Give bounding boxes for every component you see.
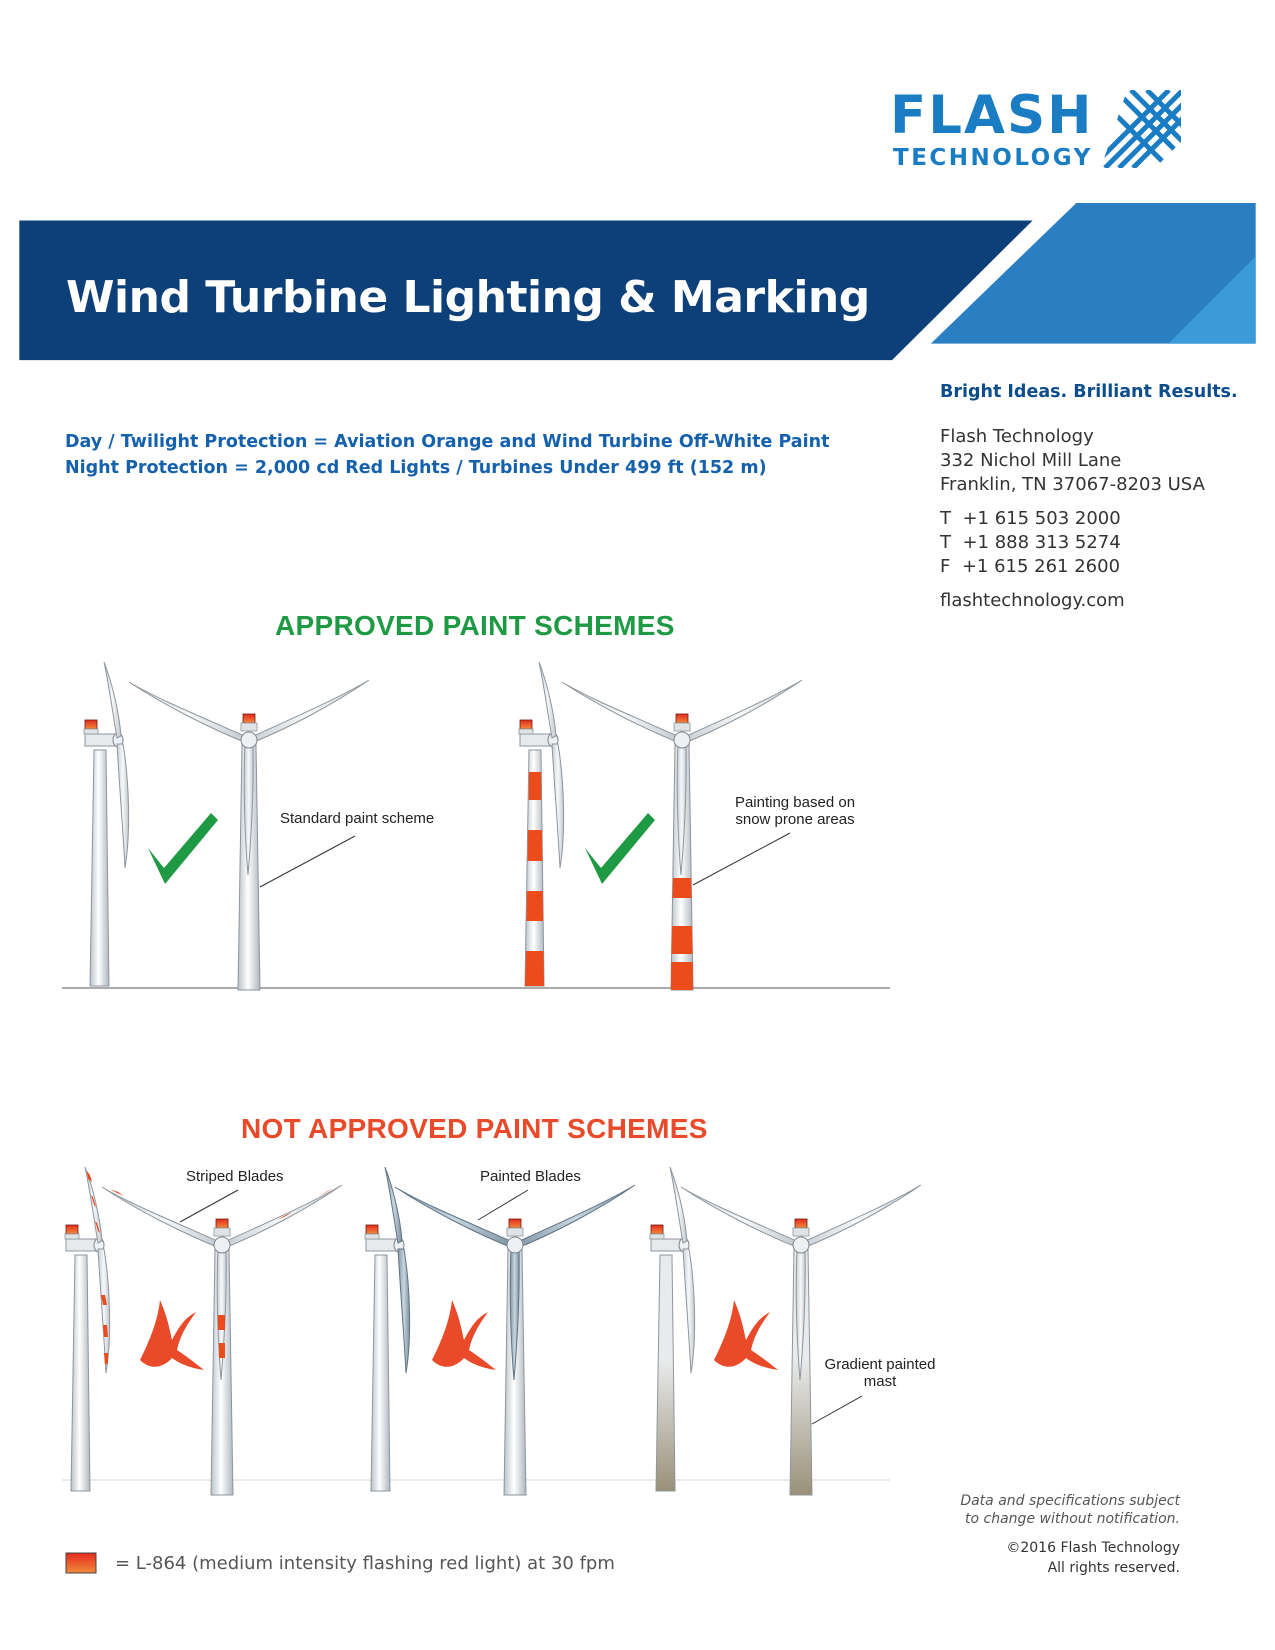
- approved-check-icon: [585, 813, 655, 884]
- turbine-front-striped-blades: [101, 1184, 343, 1496]
- company-name: Flash Technology: [940, 426, 1094, 447]
- legend-text: = L-864 (medium intensity flashing red l…: [115, 1553, 615, 1574]
- fax-line: F +1 615 261 2600: [940, 555, 1120, 579]
- disclaimer-line2: to change without notification.: [965, 1511, 1180, 1527]
- turbine-front-gradient-mast: [680, 1184, 922, 1496]
- approved-schemes-title: APPROVED PAINT SCHEMES: [275, 610, 675, 641]
- copyright-line1: ©2016 Flash Technology: [1006, 1540, 1180, 1556]
- label-snow-prone: Painting based on snow prone areas: [720, 794, 870, 828]
- turbine-front-standard: [128, 679, 370, 991]
- copyright-line2: All rights reserved.: [1047, 1560, 1180, 1576]
- turbine-side-striped-mast: [518, 661, 565, 987]
- label-gradient-line2: mast: [863, 1373, 897, 1390]
- not-approved-schemes-title: NOT APPROVED PAINT SCHEMES: [241, 1113, 708, 1144]
- legend-lamp-swatch: [65, 1552, 97, 1574]
- label-standard-paint: Standard paint scheme: [280, 810, 435, 827]
- approved-check-icon: [148, 813, 218, 884]
- not-approved-x-icon: [714, 1300, 778, 1370]
- logo-wordmark: FLASH: [890, 85, 1094, 146]
- label-snow-line2: snow prone areas: [735, 811, 855, 828]
- not-approved-x-icon: [432, 1300, 496, 1370]
- turbine-front-striped-mast: [561, 679, 803, 991]
- phone-number: +1 888 313 5274: [962, 532, 1121, 553]
- turbine-front-painted-blades: [394, 1184, 636, 1496]
- phone-line: T +1 615 503 2000: [940, 507, 1121, 531]
- not-approved-x-icon: [140, 1300, 204, 1370]
- copyright: ©2016 Flash Technology All rights reserv…: [1006, 1538, 1180, 1578]
- disclaimer-line1: Data and specifications subject: [960, 1493, 1180, 1509]
- fax-number: +1 615 261 2600: [961, 556, 1121, 577]
- header-banner: [19, 203, 1256, 361]
- turbine-side-striped-blades: [64, 1166, 111, 1492]
- turbine-side-gradient-mast: [649, 1166, 696, 1492]
- label-painted-blades: Painted Blades: [480, 1168, 581, 1185]
- logo-hatch-icon: [1101, 90, 1181, 168]
- label-snow-line1: Painting based on: [734, 794, 856, 811]
- street-address: 332 Nichol Mill Lane: [940, 450, 1122, 471]
- turbine-side-painted-blades: [364, 1166, 411, 1492]
- fax-label: F: [940, 556, 951, 577]
- turbine-side-standard: [83, 661, 130, 987]
- day-protection-text: Day / Twilight Protection = Aviation Ora…: [65, 432, 830, 452]
- tagline: Bright Ideas. Brilliant Results.: [940, 382, 1238, 402]
- label-gradient-line1: Gradient painted: [824, 1356, 936, 1373]
- phone-line: T +1 888 313 5274: [940, 531, 1121, 555]
- flash-technology-logo: FLASH TECHNOLOGY: [890, 88, 1185, 178]
- logo-subwordmark: TECHNOLOGY: [893, 145, 1093, 171]
- phone-label: T: [940, 508, 951, 529]
- phone-number: +1 615 503 2000: [962, 508, 1121, 529]
- city-address: Franklin, TN 37067-8203 USA: [940, 474, 1205, 495]
- website-link[interactable]: flashtechnology.com: [940, 590, 1125, 611]
- disclaimer: Data and specifications subject to chang…: [960, 1492, 1180, 1528]
- night-protection-text: Night Protection = 2,000 cd Red Lights /…: [65, 458, 767, 478]
- label-gradient-mast: Gradient painted mast: [815, 1356, 945, 1390]
- label-striped-blades: Striped Blades: [186, 1168, 284, 1185]
- phone-label: T: [940, 532, 951, 553]
- page-title: Wind Turbine Lighting & Marking: [66, 272, 870, 323]
